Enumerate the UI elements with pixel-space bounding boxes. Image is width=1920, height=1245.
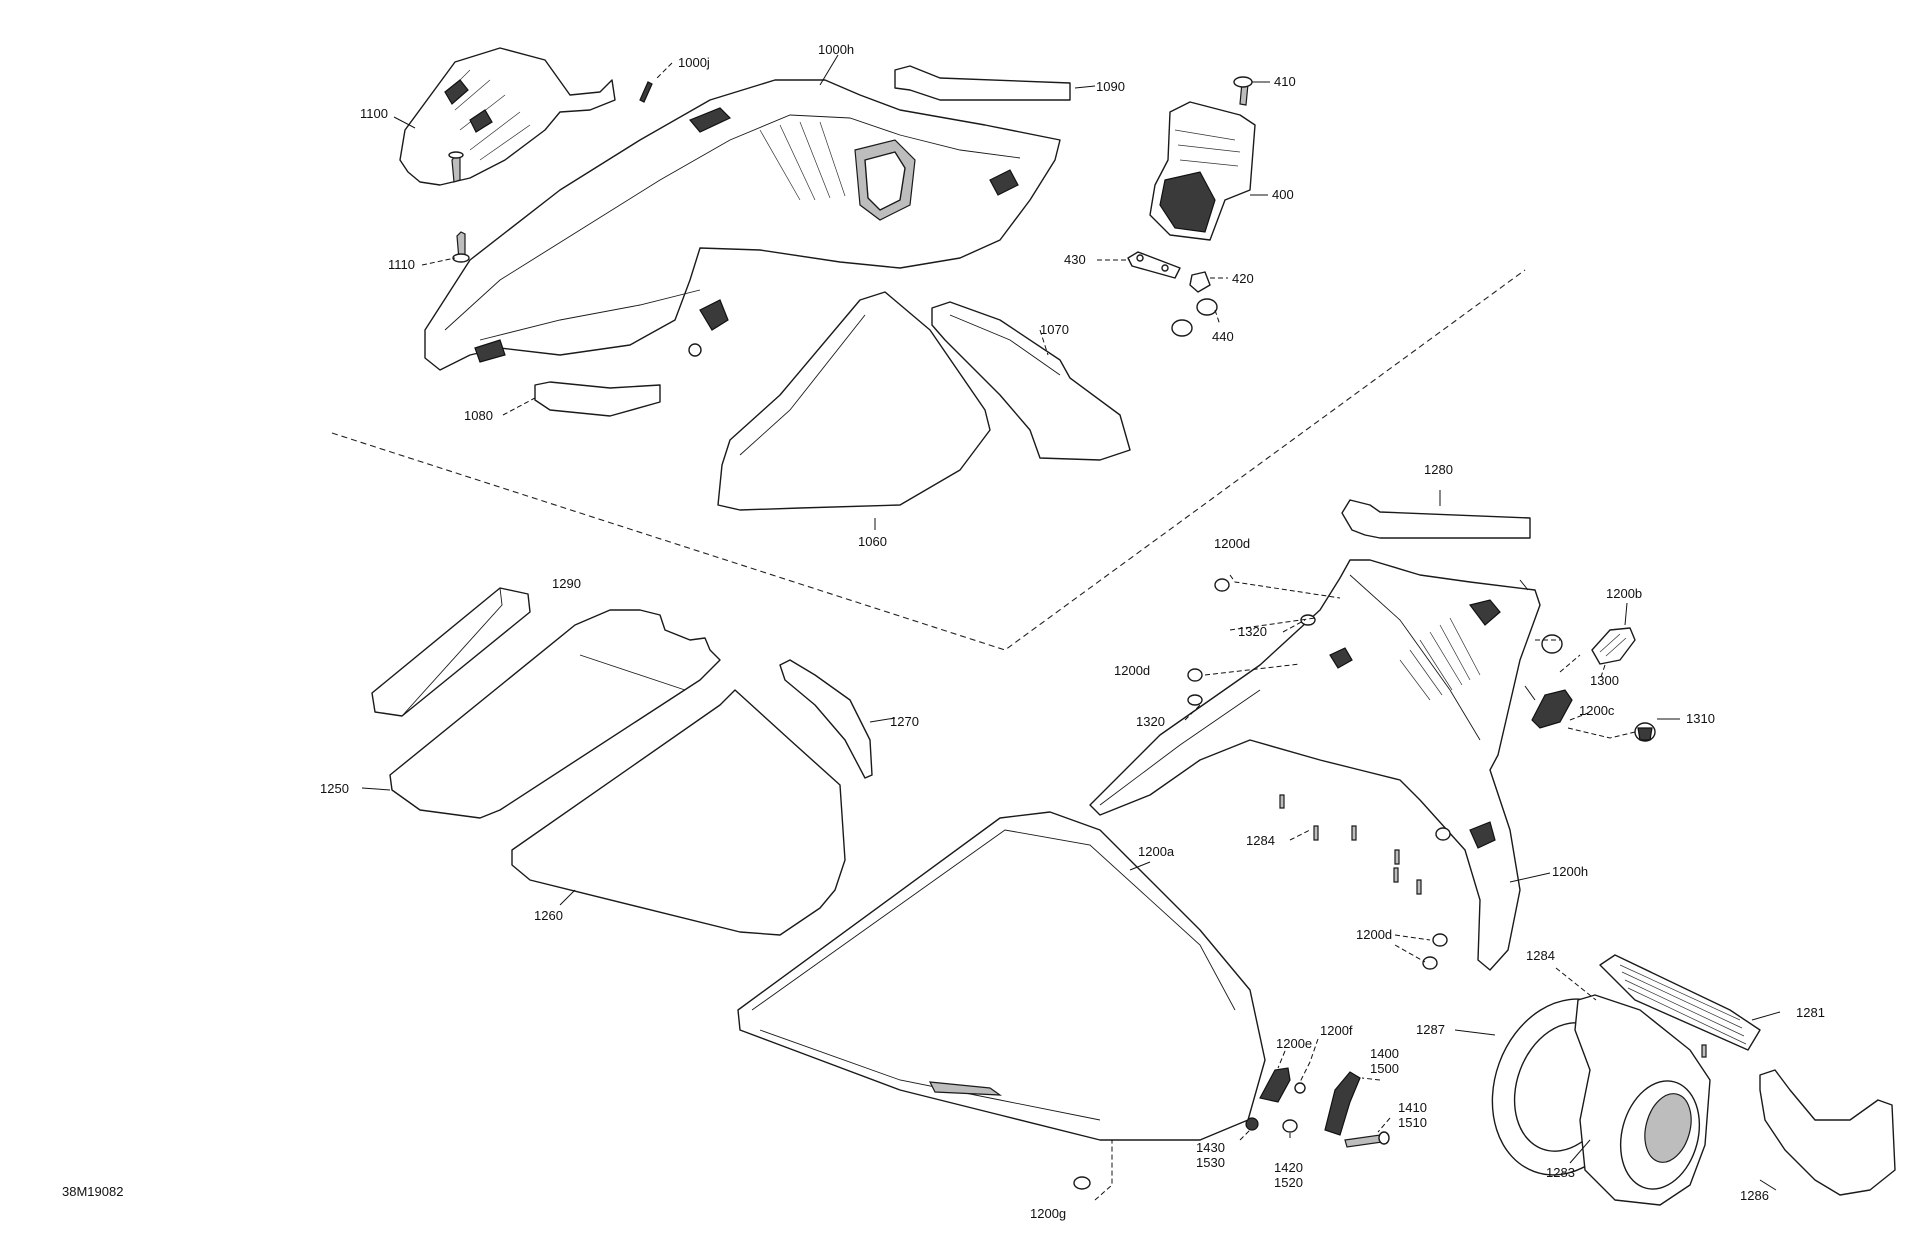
part-1200c-vent	[1531, 689, 1573, 729]
part-1200e-bracket	[1259, 1067, 1306, 1103]
callout-1510: 1510	[1398, 1115, 1427, 1130]
callout-1200c: 1200c	[1579, 703, 1615, 718]
part-1000h-upper-body-panel	[424, 79, 1061, 371]
callout-1200d-top: 1200d	[1214, 536, 1250, 551]
part-440-grommets	[1171, 298, 1218, 337]
section-separator	[331, 269, 1526, 651]
part-1060-inner-panel	[717, 291, 991, 511]
callout-1070: 1070	[1040, 322, 1069, 337]
part-1290-foam-strip	[371, 587, 531, 717]
callout-1320-top: 1320	[1238, 624, 1267, 639]
part-1000j-clip	[639, 81, 653, 103]
callout-1110: 1110	[388, 257, 415, 272]
callout-1283: 1283	[1546, 1165, 1575, 1180]
callout-1520: 1520	[1274, 1175, 1303, 1190]
part-410-screw	[1233, 76, 1253, 106]
callout-1200e: 1200e	[1276, 1036, 1312, 1051]
callout-1400: 1400	[1370, 1046, 1399, 1061]
callout-1250: 1250	[320, 781, 349, 796]
part-1250-liner	[389, 609, 721, 819]
callout-1200a: 1200a	[1138, 844, 1175, 859]
part-1200b-vent	[1591, 627, 1636, 665]
callout-1310: 1310	[1686, 711, 1715, 726]
part-1260-liner	[511, 689, 846, 936]
callout-1200d-mid: 1200d	[1114, 663, 1150, 678]
callout-1284-right: 1284	[1526, 948, 1555, 963]
callout-1284-left: 1284	[1246, 833, 1275, 848]
callout-1200b: 1200b	[1606, 586, 1642, 601]
callout-labels: 1100 1000j 1000h 1090 410 400 430 420 44…	[320, 42, 1825, 1221]
callout-1100: 1100	[360, 106, 388, 121]
part-1300-grommet	[1541, 634, 1563, 654]
callout-1281: 1281	[1796, 1005, 1825, 1020]
callout-410: 410	[1274, 74, 1296, 89]
callout-1200h: 1200h	[1552, 864, 1588, 879]
callout-1000j: 1000j	[678, 55, 710, 70]
callout-1000h: 1000h	[818, 42, 854, 57]
callout-1260: 1260	[534, 908, 563, 923]
part-1410-bolt	[1344, 1131, 1390, 1148]
callout-1286: 1286	[1740, 1188, 1769, 1203]
part-1280-trim	[1341, 499, 1531, 539]
callout-1430: 1430	[1196, 1140, 1225, 1155]
part-1320-fasteners	[1187, 614, 1316, 706]
part-1200h-front-cowl	[1089, 559, 1541, 971]
callout-1270: 1270	[890, 714, 919, 729]
part-430-bracket	[1127, 251, 1181, 279]
part-1110-screw	[448, 151, 470, 263]
callout-1200g: 1200g	[1030, 1206, 1066, 1221]
part-1286-cover	[1759, 1069, 1896, 1196]
part-1283-duct	[1574, 994, 1711, 1206]
callout-1280: 1280	[1424, 462, 1453, 477]
part-1100-bracket	[399, 47, 616, 186]
callout-440: 440	[1212, 329, 1234, 344]
part-400-light-housing	[1149, 101, 1256, 241]
part-1090-trim	[894, 65, 1071, 101]
diagram-reference-code: 38M19082	[62, 1184, 123, 1199]
callout-1320-mid: 1320	[1136, 714, 1165, 729]
callout-400: 400	[1272, 187, 1294, 202]
part-1200a-lower-panel	[737, 811, 1266, 1141]
part-1400-latch	[1324, 1071, 1361, 1136]
callout-1300: 1300	[1590, 673, 1619, 688]
part-1080-trim	[534, 381, 661, 417]
part-1430-nut	[1245, 1117, 1259, 1131]
callout-1420: 1420	[1274, 1160, 1303, 1175]
callout-1200d-bottom: 1200d	[1356, 927, 1392, 942]
part-1200d-washers	[1187, 578, 1451, 970]
part-1200g-washer	[1073, 1176, 1091, 1190]
callout-1287: 1287	[1416, 1022, 1445, 1037]
part-420-clip	[1189, 271, 1211, 293]
part-1310-knob	[1634, 722, 1656, 742]
callout-1200f: 1200f	[1320, 1023, 1353, 1038]
callout-1090: 1090	[1096, 79, 1125, 94]
callout-420: 420	[1232, 271, 1254, 286]
leader-lines	[361, 54, 1781, 1201]
callout-1060: 1060	[858, 534, 887, 549]
part-1270-trim	[779, 659, 873, 779]
part-1070-side-trim	[931, 301, 1131, 461]
callout-1500: 1500	[1370, 1061, 1399, 1076]
part-1281-grille	[1599, 954, 1761, 1051]
part-1420-washer	[1282, 1119, 1298, 1133]
callout-1290: 1290	[552, 576, 581, 591]
callout-1530: 1530	[1196, 1155, 1225, 1170]
callout-430: 430	[1064, 252, 1086, 267]
callout-1080: 1080	[464, 408, 493, 423]
callout-1410: 1410	[1398, 1100, 1427, 1115]
